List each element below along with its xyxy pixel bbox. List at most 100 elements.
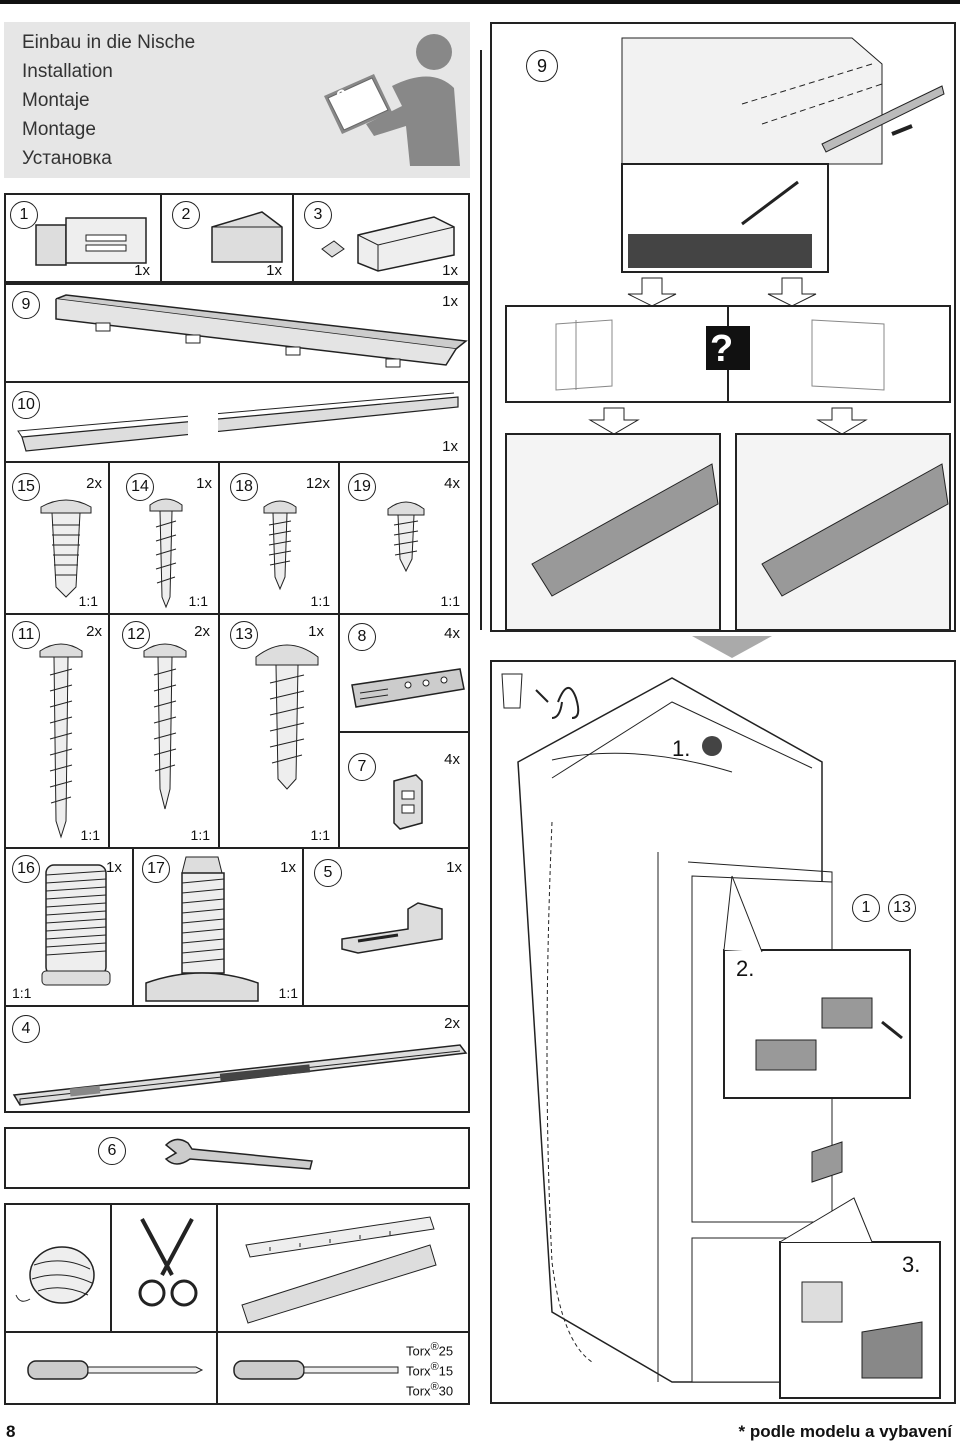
part-scale: 1:1: [278, 985, 298, 1001]
part-number: 19: [348, 473, 376, 501]
part-number: 7: [348, 753, 376, 781]
cap-icon: [211, 211, 283, 263]
torx-25-label: Torx®25: [406, 1341, 454, 1359]
part-scale: 1:1: [78, 593, 98, 609]
part-qty: 1x: [442, 438, 458, 455]
part-number: 2: [172, 201, 200, 229]
part-qty: 4x: [444, 625, 460, 642]
part-number: 15: [12, 473, 40, 501]
screw-icon: [40, 499, 92, 598]
title-ru: Установка: [22, 148, 112, 169]
part-number: 17: [142, 855, 170, 883]
part-qty: 2x: [194, 623, 210, 640]
scissors-icon: [138, 1218, 198, 1307]
title-de: Einbau in die Nische: [22, 32, 196, 53]
flat-screwdriver-icon: [27, 1360, 204, 1380]
part-17-cell: 17 1x 1:1: [132, 847, 304, 1007]
slide-rail-icon: [351, 668, 465, 708]
part-qty: 1x: [134, 262, 150, 279]
title-block: Einbau in die Nische Installation Montaj…: [4, 22, 470, 178]
part-19-cell: 19 4x 1:1: [338, 461, 470, 615]
twine-cell: [4, 1203, 112, 1333]
part-3-cell: 3 1x: [292, 193, 470, 283]
part-scale: 1:1: [440, 593, 460, 609]
rail-install-diagram: [505, 37, 951, 631]
part-8-cell: 8 4x: [338, 613, 470, 733]
part-qty: 4x: [444, 475, 460, 492]
part-qty: 12x: [305, 475, 330, 492]
top-rule: [0, 0, 960, 4]
screw-icon: [263, 500, 297, 591]
question-mark: ?: [710, 328, 734, 370]
part-2-cell: 2 1x: [160, 193, 294, 283]
part-qty: 1x: [106, 859, 122, 876]
part-qty: 1x: [308, 623, 324, 640]
part-qty: 1x: [266, 262, 282, 279]
part-number: 1: [10, 201, 38, 229]
part-1-cell: 1 1x: [4, 193, 162, 283]
screw-icon: [143, 643, 187, 810]
part-qty: 2x: [86, 623, 102, 640]
part-18-cell: 18 12x 1:1: [218, 461, 340, 615]
part-qty: 1x: [442, 262, 458, 279]
step-number: 9: [526, 50, 558, 82]
foot-icon: [145, 856, 259, 1002]
part-scale: 1:1: [310, 593, 330, 609]
part-qty: 2x: [444, 1015, 460, 1032]
strip-icon: [17, 392, 459, 452]
title-en: Installation: [22, 61, 113, 82]
part-scale: 1:1: [188, 593, 208, 609]
reading-person-icon: [324, 34, 460, 166]
part-number: 6: [98, 1137, 126, 1165]
part-scale: 1:1: [190, 827, 210, 843]
adjuster-icon: [41, 864, 111, 986]
part-number: 11: [12, 621, 40, 649]
torx-15-label: Torx®15: [406, 1361, 454, 1379]
fridge-diagram: [501, 673, 941, 1399]
part-number: 10: [12, 391, 40, 419]
title-fr: Montage: [22, 119, 96, 140]
part-10-cell: 10 1x: [4, 381, 470, 463]
step-9-panel: 9 ?: [490, 22, 956, 632]
step-2-label: 2.: [736, 956, 755, 981]
part-qty: 4x: [444, 751, 460, 768]
scissors-cell: [110, 1203, 218, 1333]
part-15-cell: 15 2x 1:1: [4, 461, 110, 615]
rail-icon: [55, 294, 468, 368]
part-13-cell: 13 1x 1:1: [218, 613, 340, 849]
part-number: 3: [304, 201, 332, 229]
part-number: 5: [314, 859, 342, 887]
page-number: 8: [6, 1422, 16, 1441]
part-6-cell: 6: [4, 1127, 470, 1189]
callout-13: 13: [888, 894, 916, 922]
part-number: 8: [348, 623, 376, 651]
cover-icon: [321, 216, 455, 272]
part-scale: 1:1: [80, 827, 100, 843]
part-14-cell: 14 1x 1:1: [108, 461, 220, 615]
part-scale: 1:1: [310, 827, 330, 843]
part-9-cell: 9 1x: [4, 283, 470, 383]
part-number: 16: [12, 855, 40, 883]
angle-bracket-icon: [341, 902, 443, 954]
bracket-icon: [35, 217, 147, 266]
part-4-cell: 4 2x: [4, 1005, 470, 1113]
door-rail-icon: [12, 1044, 468, 1106]
screw-icon: [255, 644, 319, 790]
callout-1: 1: [852, 894, 880, 922]
down-arrow-icon: [692, 636, 772, 658]
part-number: 18: [230, 473, 258, 501]
step-3-label: 3.: [902, 1252, 921, 1277]
part-qty: 2x: [86, 475, 102, 492]
part-scale: 1:1: [12, 985, 32, 1001]
part-qty: 1x: [442, 293, 458, 310]
part-11-cell: 11 2x 1:1: [4, 613, 110, 849]
twine-ball-icon: [15, 1246, 95, 1304]
torx-screwdriver-cell: Torx®25 Torx®15 Torx®30: [216, 1331, 470, 1405]
part-qty: 1x: [280, 859, 296, 876]
part-12-cell: 12 2x 1:1: [108, 613, 220, 849]
part-number: 4: [12, 1015, 40, 1043]
part-16-cell: 16 1x 1:1: [4, 847, 134, 1007]
folding-rule-icon: [241, 1216, 437, 1324]
screw-icon: [149, 498, 183, 609]
title-es: Montaje: [22, 90, 90, 111]
